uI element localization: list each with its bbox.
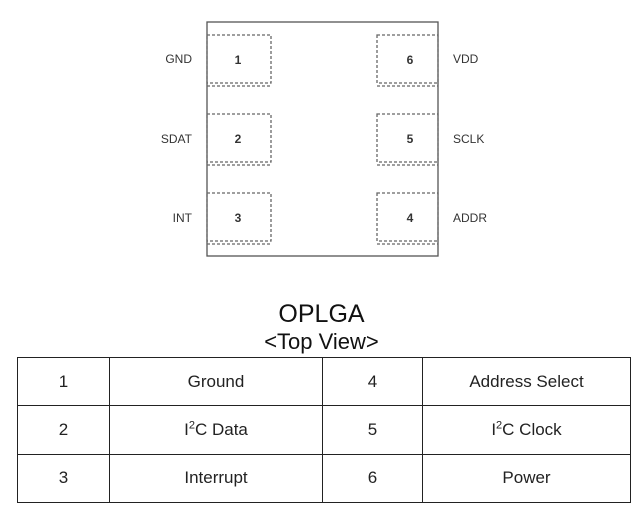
pin-number-cell: 4 [322,356,423,407]
pin-function-table: 1 Ground 4 Address Select 2 I2C Data 5 I… [17,356,631,504]
package-name: OPLGA [278,300,365,328]
pin-number-cell: 5 [322,405,423,455]
function-text-suffix: C Data [194,419,248,439]
package-diagram: 1 2 3 6 5 4 GND SDAT INT VDD SCLK ADDR [161,21,487,257]
function-superscript: 2 [188,419,195,432]
pin-number: 5 [407,132,414,146]
pin-number: 2 [235,132,242,146]
table-row: 3 Interrupt 6 Power [17,453,631,504]
pin-number-cell: 1 [17,356,110,407]
pin-label-vdd: VDD [453,52,479,66]
pin-label-addr: ADDR [453,211,487,225]
pin-label-int: INT [173,211,193,225]
pin-number-cell: 3 [17,453,110,504]
pin-number: 4 [407,211,414,225]
pin-number-cell: 2 [17,405,110,455]
pin-function-cell: I2C Clock [422,405,631,455]
table-row: 2 I2C Data 5 I2C Clock [17,405,631,455]
table-row: 1 Ground 4 Address Select [17,356,631,407]
package-outline [206,21,439,257]
pin-function-cell: Address Select [422,356,631,407]
view-label: <Top View> [264,329,379,354]
pin-pad-4: 4 [376,192,439,245]
function-text-prefix: I [491,419,497,439]
pin-pad-5: 5 [376,113,439,166]
pin-pad-1: 1 [206,34,272,87]
pin-function-cell: Ground [109,356,323,407]
function-superscript: 2 [496,419,503,432]
pin-number: 1 [235,53,242,67]
pin-pad-2: 2 [206,113,272,166]
pin-function-cell: I2C Data [109,405,323,455]
function-text-prefix: I [184,419,189,439]
pin-number: 3 [235,211,242,225]
pin-function-cell: Interrupt [109,453,323,504]
pin-label-sclk: SCLK [453,132,484,146]
function-text-suffix: C Clock [502,419,562,439]
pin-label-gnd: GND [165,52,192,66]
pin-label-sdat: SDAT [161,132,193,146]
pin-pad-6: 6 [376,34,439,87]
pin-pad-3: 3 [206,192,272,245]
pin-number-cell: 6 [322,453,423,504]
pin-number: 6 [407,53,414,67]
pin-function-cell: Power [422,453,631,504]
